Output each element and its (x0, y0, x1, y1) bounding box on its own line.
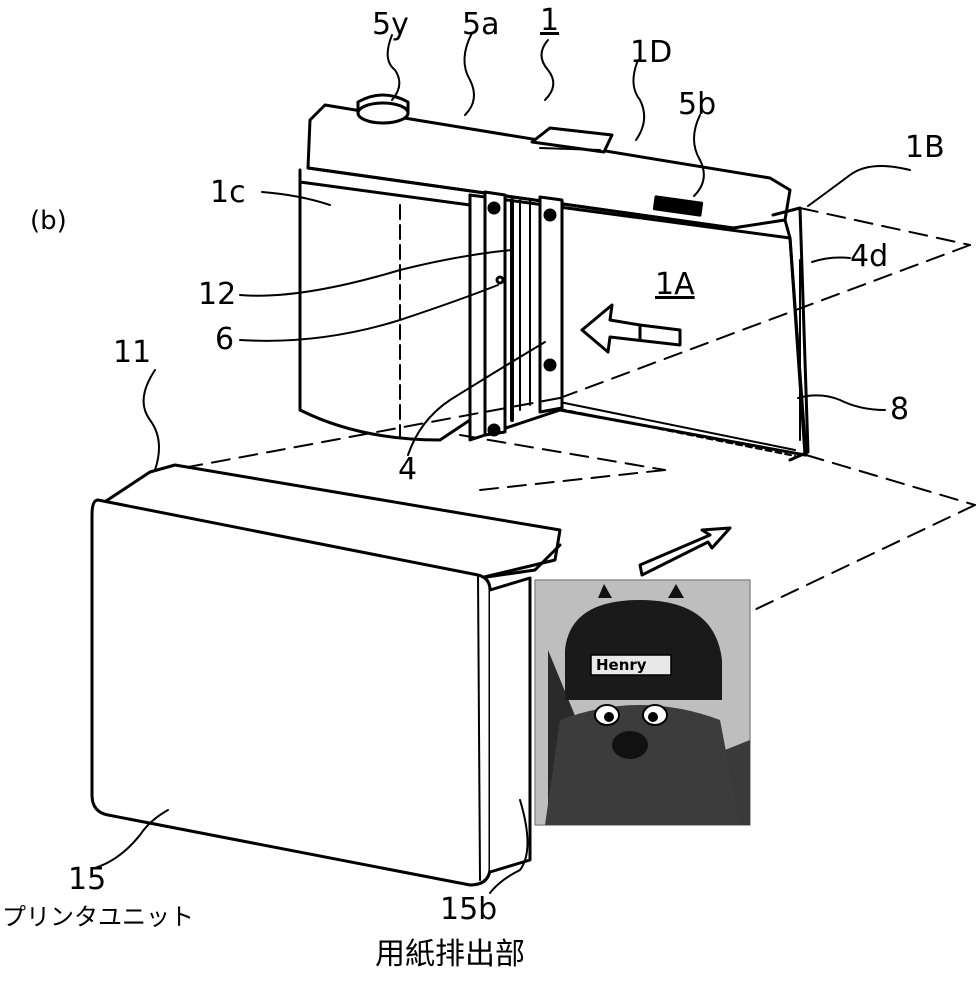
label-paper-output: 用紙排出部 (375, 937, 525, 972)
label-11: 11 (113, 335, 152, 370)
feed-arrow (638, 526, 732, 577)
leader-lines (94, 32, 911, 894)
label-12: 12 (198, 277, 237, 312)
label-1D: 1D (630, 35, 673, 70)
label-5b: 5b (678, 87, 717, 122)
label-1B: 1B (905, 130, 945, 165)
printer-unit (90, 463, 562, 887)
label-8: 8 (890, 392, 910, 427)
photo-print (534, 579, 751, 826)
label-4: 4 (398, 452, 418, 487)
label-15: 15 (68, 862, 107, 897)
label-1: 1 (540, 3, 560, 38)
label-1A: 1A (655, 267, 695, 302)
label-printer-unit: プリンタユニット (2, 903, 194, 931)
label-15b: 15b (440, 892, 498, 927)
label-1c: 1c (210, 175, 246, 210)
label-6: 6 (215, 322, 235, 357)
label-4d: 4d (850, 239, 889, 274)
label-5a: 5a (462, 7, 500, 42)
label-b: (b) (30, 206, 67, 236)
label-5y: 5y (372, 7, 409, 42)
photo-hat-text: Henry (596, 656, 647, 674)
camera-body (298, 93, 810, 462)
